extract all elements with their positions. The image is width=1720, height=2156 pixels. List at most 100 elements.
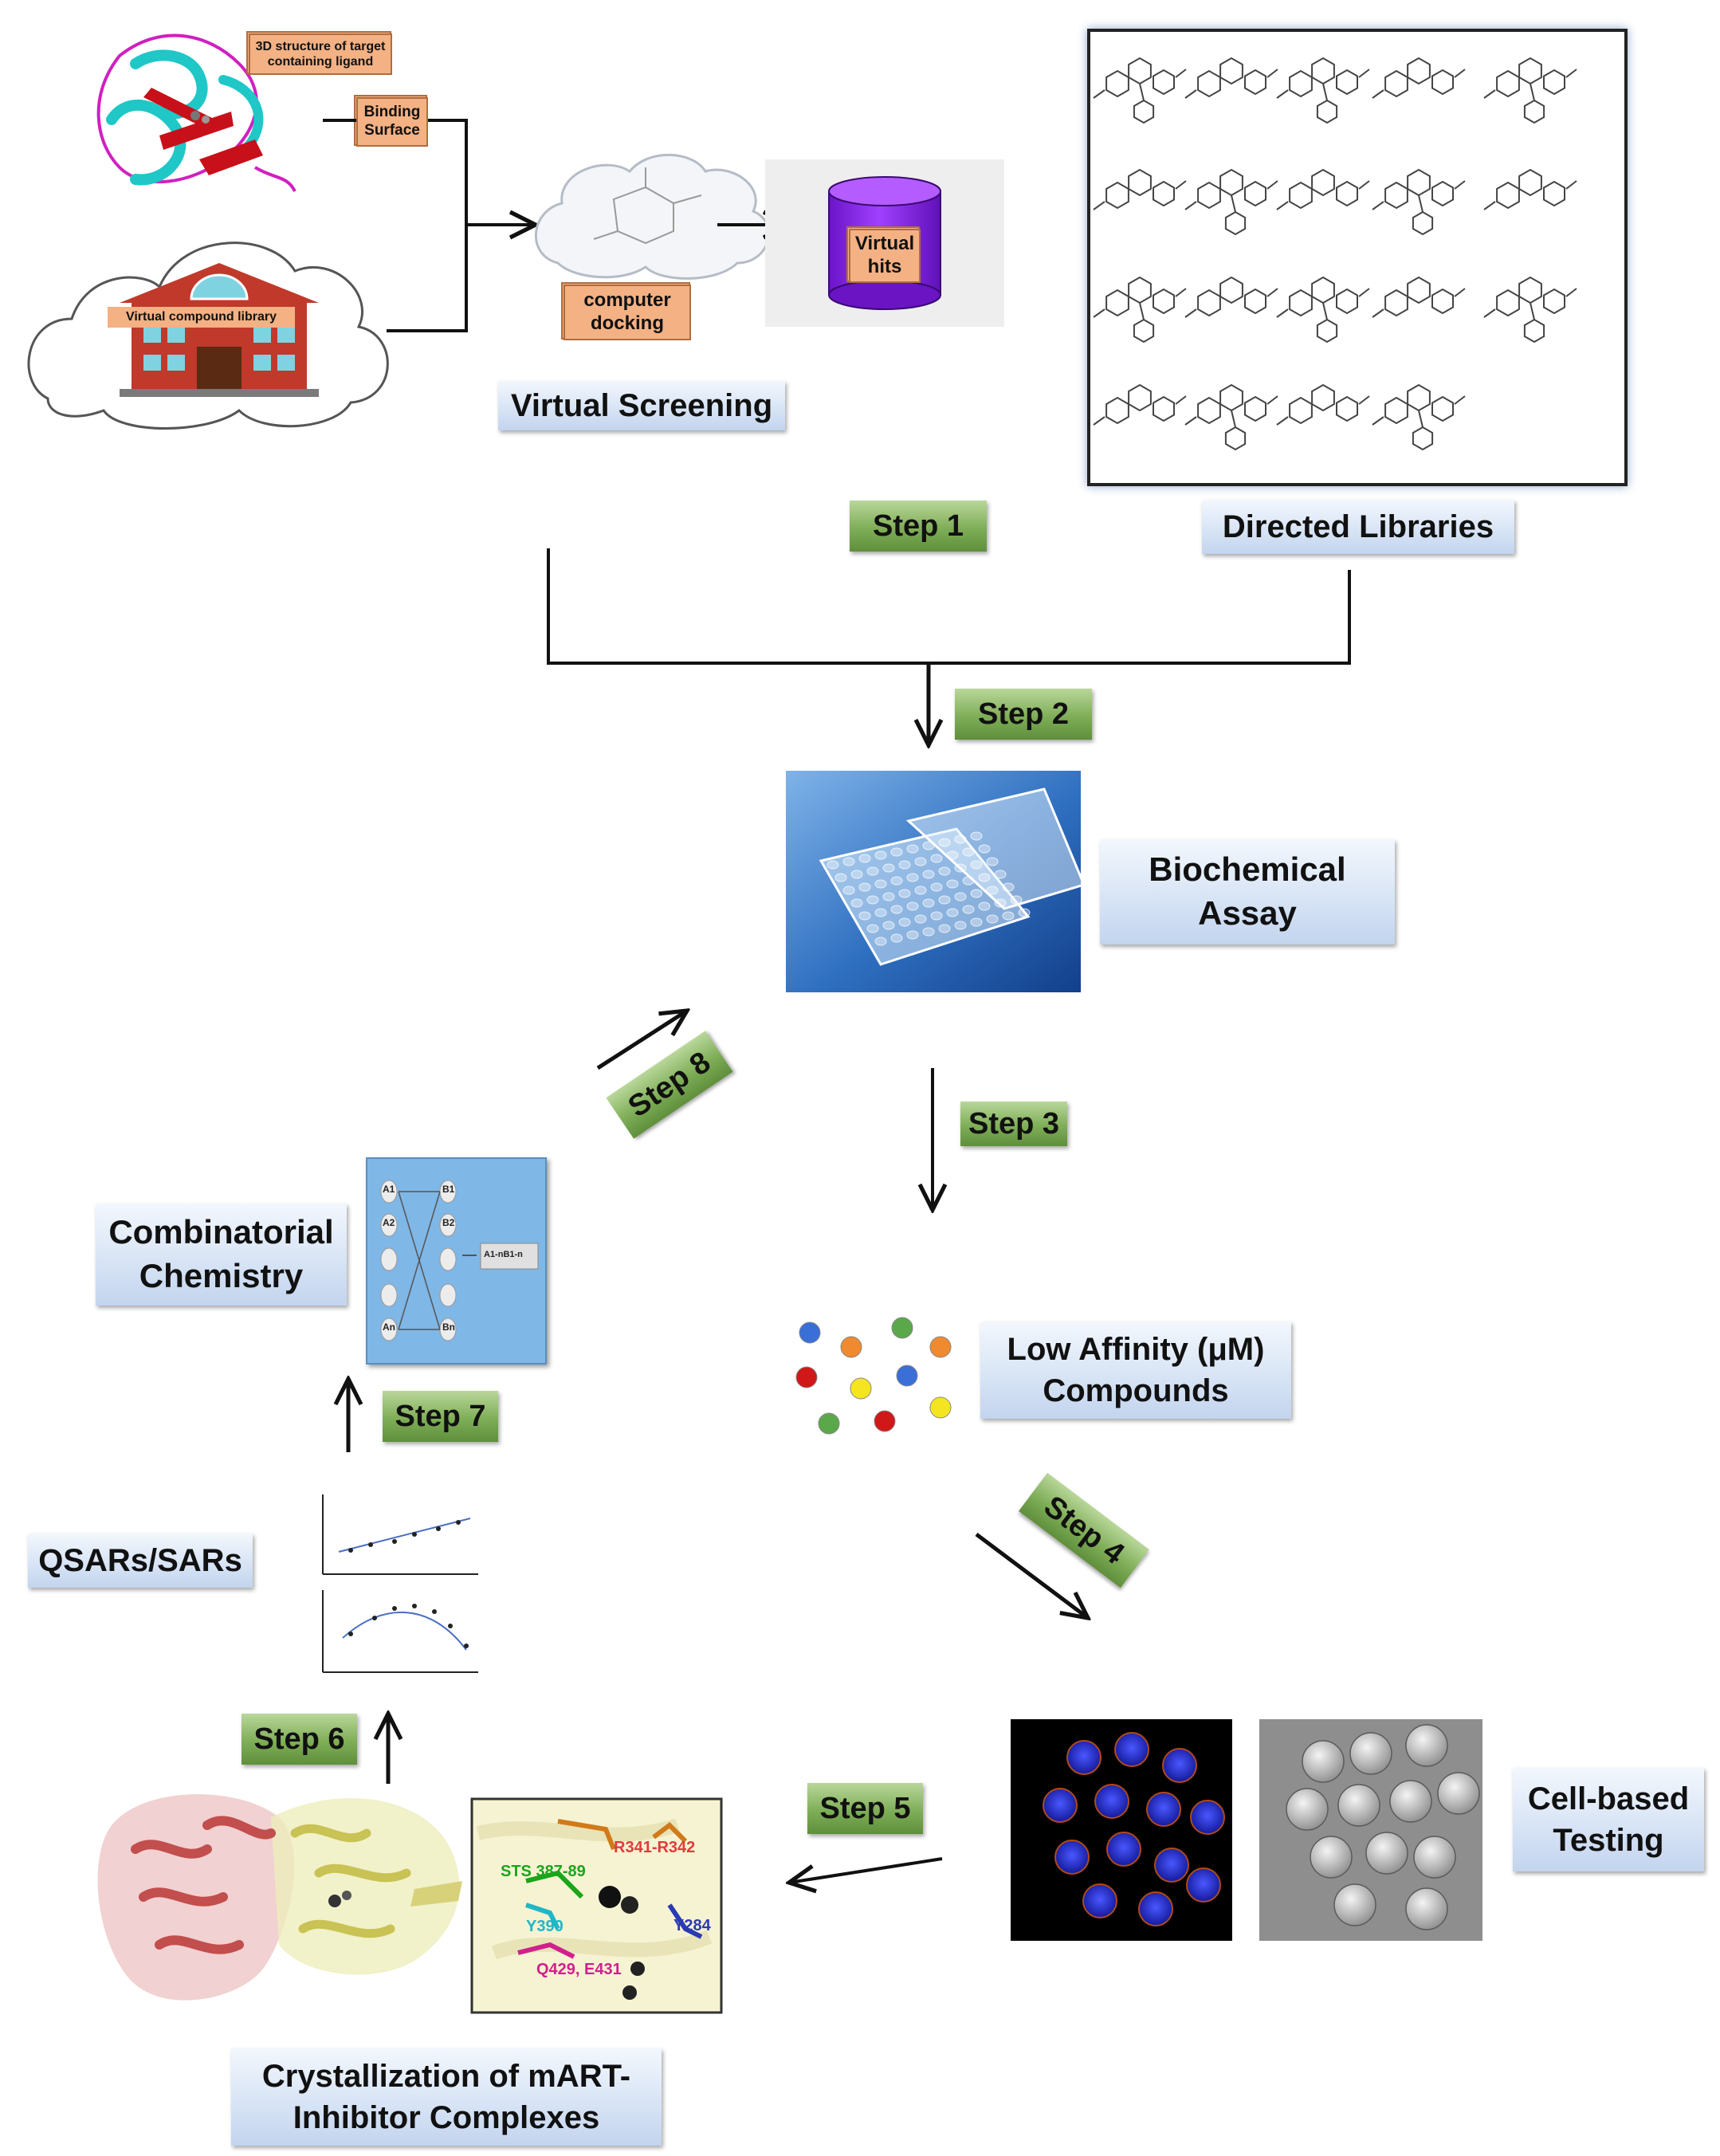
qsar-point bbox=[372, 1616, 377, 1620]
plate-well bbox=[938, 895, 951, 905]
plate-well bbox=[866, 866, 879, 876]
step-3-badge: Step 3 bbox=[960, 1102, 1067, 1146]
plate-well bbox=[906, 901, 919, 911]
molecule-sketch bbox=[1093, 168, 1187, 210]
plate-well bbox=[827, 860, 839, 870]
cell bbox=[1437, 1772, 1480, 1815]
plate-well bbox=[922, 870, 935, 879]
qsar-point bbox=[448, 1624, 453, 1628]
plate-well bbox=[906, 873, 919, 882]
plate-well bbox=[906, 844, 919, 854]
molecule-sketch bbox=[1093, 383, 1187, 426]
compound-dot bbox=[929, 1396, 952, 1419]
cell-nucleus bbox=[1190, 1800, 1225, 1835]
crystallization-label: Crystallization of mART-Inhibitor Comple… bbox=[231, 2048, 662, 2146]
cell bbox=[1389, 1780, 1432, 1823]
qsar-point bbox=[456, 1520, 461, 1525]
plate-well bbox=[890, 933, 903, 943]
cell-nucleus bbox=[1138, 1891, 1173, 1926]
plate-well bbox=[898, 889, 911, 898]
qsar-point bbox=[348, 1548, 353, 1553]
binding-surface-label: Binding Surface bbox=[356, 97, 428, 147]
plate-well bbox=[970, 860, 983, 870]
plate-well bbox=[946, 908, 959, 917]
microplate-photo bbox=[786, 771, 1086, 992]
scheme-a1: A1 bbox=[383, 1184, 395, 1195]
molecule-sketch bbox=[1483, 168, 1577, 210]
plate-well bbox=[858, 911, 871, 921]
qsar-point bbox=[392, 1539, 397, 1544]
virtual-hits-label: Virtual hits bbox=[849, 229, 921, 283]
plate-well bbox=[930, 882, 943, 892]
qsar-point bbox=[436, 1526, 441, 1531]
cell-nucleus bbox=[1094, 1784, 1129, 1819]
plate-well bbox=[994, 898, 1007, 908]
plate-well bbox=[954, 892, 967, 901]
molecule-sketch bbox=[1483, 276, 1577, 344]
compound-dot bbox=[799, 1321, 821, 1344]
y284-annotation: Y284 bbox=[673, 1917, 711, 1934]
r341-annotation: R341-R342 bbox=[614, 1839, 696, 1856]
sts-annotation: STS 387-89 bbox=[501, 1863, 586, 1880]
plate-well bbox=[922, 841, 935, 850]
molecule-sketch bbox=[1276, 57, 1370, 124]
plate-well bbox=[938, 924, 951, 933]
virtual-screening-title: Virtual Screening bbox=[498, 381, 785, 430]
directed-libraries-title: Directed Libraries bbox=[1202, 500, 1514, 554]
qsar-point bbox=[348, 1632, 353, 1636]
scheme-bn: Bn bbox=[442, 1321, 455, 1333]
molecule-sketch bbox=[1276, 276, 1370, 344]
plate-well bbox=[970, 889, 983, 898]
plate-well bbox=[978, 873, 991, 882]
scheme-b2: B2 bbox=[442, 1217, 455, 1228]
qsar-point bbox=[412, 1604, 417, 1608]
combinatorial-chemistry-label: Combinatorial Chemistry bbox=[96, 1204, 347, 1306]
plate-well bbox=[954, 921, 967, 930]
scheme-product: A1-nB1-n bbox=[484, 1250, 523, 1259]
plate-well bbox=[930, 911, 943, 921]
plate-well bbox=[834, 873, 847, 882]
plate-well bbox=[978, 844, 991, 854]
plate-well bbox=[866, 924, 879, 933]
qsar-label: QSARs/SARs bbox=[28, 1534, 253, 1588]
biochemical-assay-label: Biochemical Assay bbox=[1100, 839, 1395, 944]
plate-well bbox=[962, 905, 975, 914]
step-1-badge: Step 1 bbox=[850, 501, 987, 552]
molecule-sketch bbox=[1184, 168, 1278, 236]
molecule-sketch bbox=[1276, 168, 1370, 210]
compound-dot bbox=[840, 1336, 862, 1358]
plate-well bbox=[938, 838, 951, 847]
compound-dot bbox=[929, 1336, 952, 1358]
step-6-badge: Step 6 bbox=[242, 1714, 357, 1765]
plate-well bbox=[954, 863, 967, 873]
plate-well bbox=[874, 879, 887, 889]
plate-well bbox=[866, 895, 879, 905]
plate-well bbox=[874, 937, 887, 946]
scheme-b1: B1 bbox=[442, 1184, 455, 1195]
qsar-point bbox=[392, 1606, 397, 1611]
qsar-point bbox=[432, 1609, 437, 1614]
cell-nucleus bbox=[1106, 1832, 1141, 1867]
cell bbox=[1302, 1740, 1345, 1783]
low-affinity-label: Low Affinity (μM) Compounds bbox=[980, 1321, 1291, 1419]
brightfield-cell-image bbox=[1259, 1719, 1482, 1941]
plate-well bbox=[970, 917, 983, 927]
molecule-sketch bbox=[1184, 383, 1278, 451]
plate-well bbox=[890, 847, 903, 857]
plate-well bbox=[914, 914, 927, 924]
compound-dot bbox=[891, 1317, 913, 1339]
scheme-a2: A2 bbox=[383, 1217, 395, 1228]
molecule-sketch bbox=[1093, 57, 1187, 124]
docking-label: computer docking bbox=[564, 285, 691, 340]
plate-well bbox=[890, 905, 903, 914]
docking-cloud-illustration bbox=[535, 153, 771, 280]
cell-nucleus bbox=[1043, 1788, 1078, 1823]
step-2-badge: Step 2 bbox=[955, 689, 1092, 740]
compound-dot bbox=[896, 1365, 918, 1387]
molecule-sketch bbox=[1372, 276, 1466, 318]
plate-well bbox=[882, 921, 895, 930]
plate-well bbox=[850, 870, 863, 879]
plate-well bbox=[874, 850, 887, 860]
compound-dots bbox=[795, 1317, 952, 1435]
plate-well bbox=[922, 898, 935, 908]
